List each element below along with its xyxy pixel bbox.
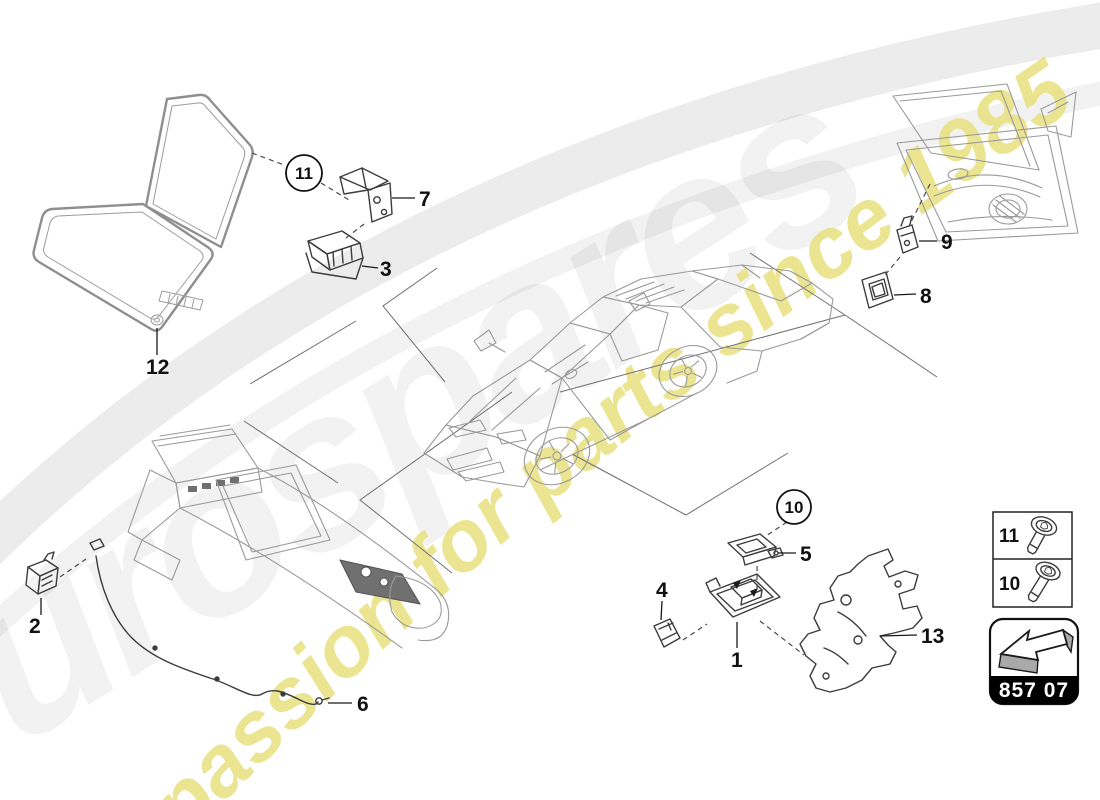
wiring-harness-part-6 xyxy=(89,538,330,706)
callout-circle-11[interactable]: 11 xyxy=(285,154,323,192)
clip-part-4 xyxy=(653,618,681,648)
clip-part-9 xyxy=(896,215,919,254)
callout-7[interactable]: 7 xyxy=(419,188,431,211)
callout-circle-10[interactable]: 10 xyxy=(776,489,812,525)
floor-mat-part-12 xyxy=(32,93,254,332)
part-group-code-bar xyxy=(990,676,1078,704)
callout-6[interactable]: 6 xyxy=(357,693,369,716)
switch-part-2 xyxy=(25,551,59,595)
car-overview-drawing xyxy=(423,264,834,488)
center-console-drawing xyxy=(127,424,450,649)
callout-4[interactable]: 4 xyxy=(656,579,668,602)
part-group-code: 857 07 xyxy=(999,679,1069,702)
switch-part-3 xyxy=(305,230,364,280)
callout-1[interactable]: 1 xyxy=(731,649,743,672)
watermark-swoosh xyxy=(0,2,1100,638)
callout-leader-lines xyxy=(40,197,937,704)
housing-part-8 xyxy=(861,271,894,309)
bracket-part-1 xyxy=(705,573,781,618)
callout-12[interactable]: 12 xyxy=(146,356,169,379)
svg-text:10: 10 xyxy=(999,574,1020,595)
callout-13[interactable]: 13 xyxy=(921,625,944,648)
bracket-part-7 xyxy=(339,167,393,223)
door-panel-drawing xyxy=(892,83,1079,242)
assembly-dashed-lines xyxy=(59,152,931,656)
legend-row-screw-11[interactable]: 11 xyxy=(999,514,1059,559)
svg-text:11: 11 xyxy=(295,164,313,183)
legend-row-screw-10[interactable]: 10 xyxy=(999,559,1063,607)
legend-box: 11 10 xyxy=(992,511,1073,608)
part-group-box[interactable]: 857 07 xyxy=(988,617,1080,706)
callout-5[interactable]: 5 xyxy=(800,543,812,566)
callout-2[interactable]: 2 xyxy=(29,615,41,638)
svg-text:10: 10 xyxy=(785,498,804,517)
callout-3[interactable]: 3 xyxy=(380,258,392,281)
module-part-5 xyxy=(727,533,784,566)
svg-text:11: 11 xyxy=(999,526,1020,547)
torx-screw-icon xyxy=(1027,561,1061,603)
arrow-left-3d-icon xyxy=(998,628,1074,674)
torx-screw-icon xyxy=(1026,516,1058,555)
floor-plane-lines xyxy=(243,252,938,574)
bracket-part-13 xyxy=(799,548,923,693)
callout-8[interactable]: 8 xyxy=(920,285,932,308)
callout-9[interactable]: 9 xyxy=(941,231,953,254)
